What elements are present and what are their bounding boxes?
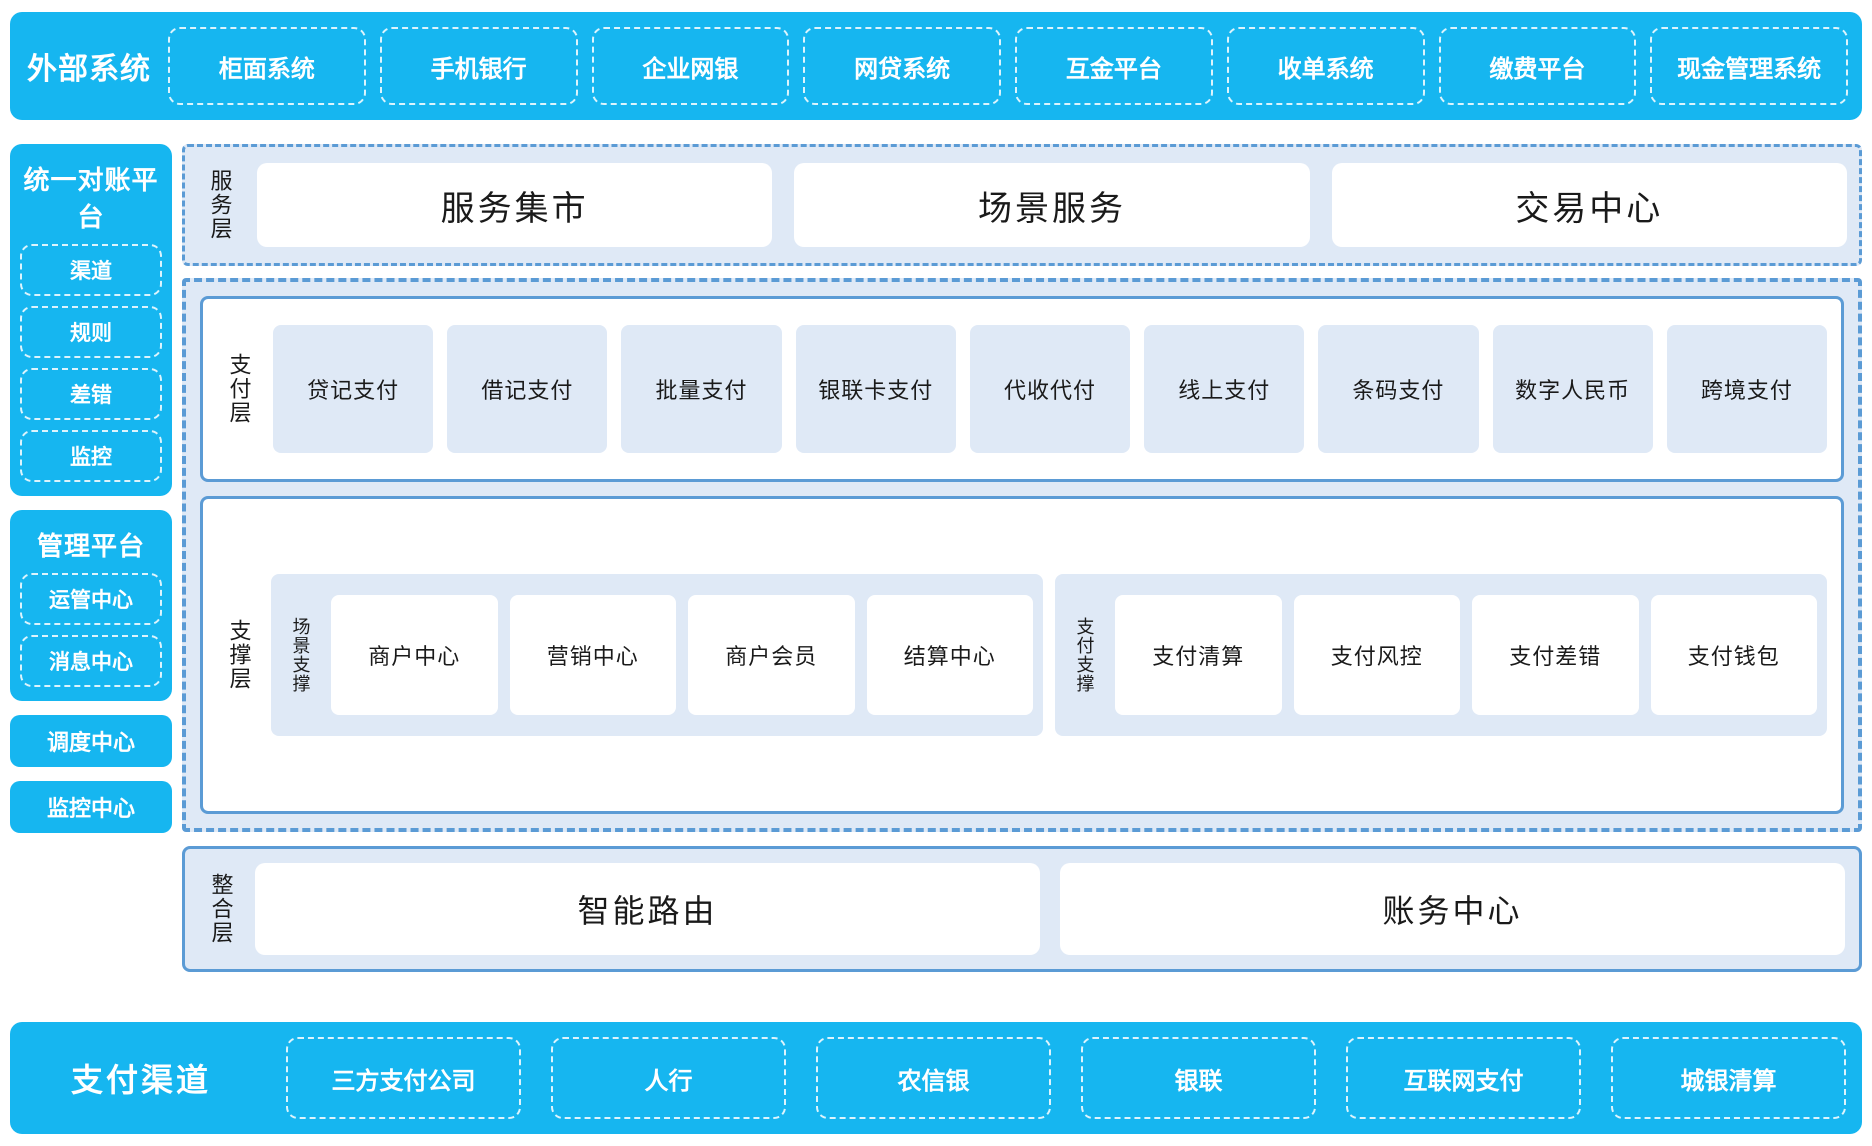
sidebar-item-operations-center[interactable]: 运管中心 bbox=[20, 573, 162, 625]
sidebar-item-channel[interactable]: 渠道 bbox=[20, 244, 162, 296]
payment-channel-third-party[interactable]: 三方支付公司 bbox=[286, 1037, 521, 1119]
service-layer: 服务层 服务集市 场景服务 交易中心 bbox=[182, 144, 1862, 266]
support-group-cards: 支付清算 支付风控 支付差错 支付钱包 bbox=[1115, 595, 1817, 715]
payment-channels-title: 支付渠道 bbox=[70, 1062, 211, 1098]
sidebar-item-monitoring-center[interactable]: 监控中心 bbox=[10, 781, 172, 833]
integration-card-smart-routing[interactable]: 智能路由 bbox=[255, 863, 1040, 955]
support-group-label-scenario: 场景支撑 bbox=[290, 617, 311, 693]
support-card-payment-risk[interactable]: 支付风控 bbox=[1293, 595, 1460, 715]
payment-layer-label: 支付层 bbox=[226, 353, 252, 425]
sidebar-item-message-center[interactable]: 消息中心 bbox=[20, 635, 162, 687]
service-card-scenario[interactable]: 场景服务 bbox=[794, 163, 1310, 247]
support-layer-groups: 场景支撑 商户中心 营销中心 商户会员 结算中心 支付支撑 支付清算 支付风控 … bbox=[271, 574, 1827, 736]
service-card-transaction[interactable]: 交易中心 bbox=[1331, 163, 1847, 247]
integration-layer: 整合层 智能路由 账务中心 bbox=[182, 846, 1862, 972]
sidebar-group-title: 管理平台 bbox=[36, 531, 145, 561]
support-group-label-payment: 支付支撑 bbox=[1074, 617, 1095, 693]
payment-item-digital-rmb[interactable]: 数字人民币 bbox=[1492, 325, 1653, 453]
payment-channels-bar: 支付渠道 三方支付公司 人行 农信银 银联 互联网支付 城银清算 bbox=[10, 1022, 1862, 1134]
external-systems-bar: 外部系统 柜面系统 手机银行 企业网银 网贷系统 互金平台 收单系统 缴费平台 … bbox=[10, 12, 1862, 120]
integration-layer-cards: 智能路由 账务中心 bbox=[255, 863, 1845, 955]
service-layer-cards: 服务集市 场景服务 交易中心 bbox=[257, 163, 1847, 247]
support-group-cards: 商户中心 营销中心 商户会员 结算中心 bbox=[331, 595, 1033, 715]
sidebar-group-title: 统一对账平台 bbox=[23, 165, 159, 232]
payment-item-debit[interactable]: 借记支付 bbox=[447, 325, 608, 453]
payment-item-credit[interactable]: 贷记支付 bbox=[273, 325, 434, 453]
support-layer: 支撑层 场景支撑 商户中心 营销中心 商户会员 结算中心 支付支撑 支付清算 bbox=[200, 496, 1844, 814]
support-card-settlement-center[interactable]: 结算中心 bbox=[866, 595, 1033, 715]
external-systems-title: 外部系统 bbox=[27, 53, 151, 86]
support-card-payment-wallet[interactable]: 支付钱包 bbox=[1650, 595, 1817, 715]
external-system-item[interactable]: 缴费平台 bbox=[1438, 27, 1637, 105]
external-system-item[interactable]: 收单系统 bbox=[1226, 27, 1425, 105]
support-card-payment-error[interactable]: 支付差错 bbox=[1472, 595, 1639, 715]
service-layer-label: 服务层 bbox=[207, 169, 233, 241]
external-system-item[interactable]: 网贷系统 bbox=[803, 27, 1001, 105]
external-systems-items: 柜面系统 手机银行 企业网银 网贷系统 互金平台 收单系统 缴费平台 现金管理系… bbox=[168, 27, 1848, 105]
service-card-marketplace[interactable]: 服务集市 bbox=[257, 163, 773, 247]
support-layer-label: 支撑层 bbox=[226, 619, 252, 691]
payment-item-batch[interactable]: 批量支付 bbox=[621, 325, 782, 453]
sidebar-group-management: 管理平台 运管中心 消息中心 bbox=[10, 510, 172, 701]
payment-item-barcode[interactable]: 条码支付 bbox=[1318, 325, 1479, 453]
payment-channel-rcc[interactable]: 农信银 bbox=[816, 1037, 1051, 1119]
payment-item-cross-border[interactable]: 跨境支付 bbox=[1666, 325, 1827, 453]
payment-channel-pboc[interactable]: 人行 bbox=[551, 1037, 786, 1119]
external-system-item[interactable]: 企业网银 bbox=[591, 27, 790, 105]
support-card-marketing-center[interactable]: 营销中心 bbox=[509, 595, 676, 715]
payment-item-unionpay-card[interactable]: 银联卡支付 bbox=[795, 325, 956, 453]
payment-layer: 支付层 贷记支付 借记支付 批量支付 银联卡支付 代收代付 线上支付 条码支付 … bbox=[200, 296, 1844, 482]
payment-channels-items: 三方支付公司 人行 农信银 银联 互联网支付 城银清算 bbox=[286, 1037, 1846, 1119]
sidebar-item-monitor[interactable]: 监控 bbox=[20, 430, 162, 482]
sidebar: 统一对账平台 渠道 规则 差错 监控 管理平台 运管中心 消息中心 调度中心 监… bbox=[10, 144, 172, 847]
external-system-item[interactable]: 柜面系统 bbox=[168, 27, 366, 105]
integration-card-accounting-center[interactable]: 账务中心 bbox=[1060, 863, 1845, 955]
sidebar-item-scheduling-center[interactable]: 调度中心 bbox=[10, 715, 172, 767]
support-group-payment: 支付支撑 支付清算 支付风控 支付差错 支付钱包 bbox=[1055, 574, 1827, 736]
sidebar-group-reconciliation: 统一对账平台 渠道 规则 差错 监控 bbox=[10, 144, 172, 496]
payment-channel-city-bank-clearing[interactable]: 城银清算 bbox=[1611, 1037, 1846, 1119]
sidebar-item-rule[interactable]: 规则 bbox=[20, 306, 162, 358]
external-system-item[interactable]: 手机银行 bbox=[379, 27, 578, 105]
support-group-scenario: 场景支撑 商户中心 营销中心 商户会员 结算中心 bbox=[271, 574, 1043, 736]
support-card-merchant-member[interactable]: 商户会员 bbox=[688, 595, 855, 715]
core-platform-container: 支付层 贷记支付 借记支付 批量支付 银联卡支付 代收代付 线上支付 条码支付 … bbox=[182, 278, 1862, 832]
payment-channel-unionpay[interactable]: 银联 bbox=[1081, 1037, 1316, 1119]
payment-layer-items: 贷记支付 借记支付 批量支付 银联卡支付 代收代付 线上支付 条码支付 数字人民… bbox=[273, 325, 1827, 453]
sidebar-item-error[interactable]: 差错 bbox=[20, 368, 162, 420]
support-card-merchant-center[interactable]: 商户中心 bbox=[331, 595, 498, 715]
external-system-item[interactable]: 现金管理系统 bbox=[1650, 27, 1848, 105]
support-card-payment-clearing[interactable]: 支付清算 bbox=[1115, 595, 1282, 715]
external-system-item[interactable]: 互金平台 bbox=[1015, 27, 1213, 105]
payment-item-collection-payment[interactable]: 代收代付 bbox=[969, 325, 1131, 453]
integration-layer-label: 整合层 bbox=[208, 873, 234, 945]
payment-item-online[interactable]: 线上支付 bbox=[1144, 325, 1305, 453]
payment-channel-internet-payment[interactable]: 互联网支付 bbox=[1346, 1037, 1581, 1119]
